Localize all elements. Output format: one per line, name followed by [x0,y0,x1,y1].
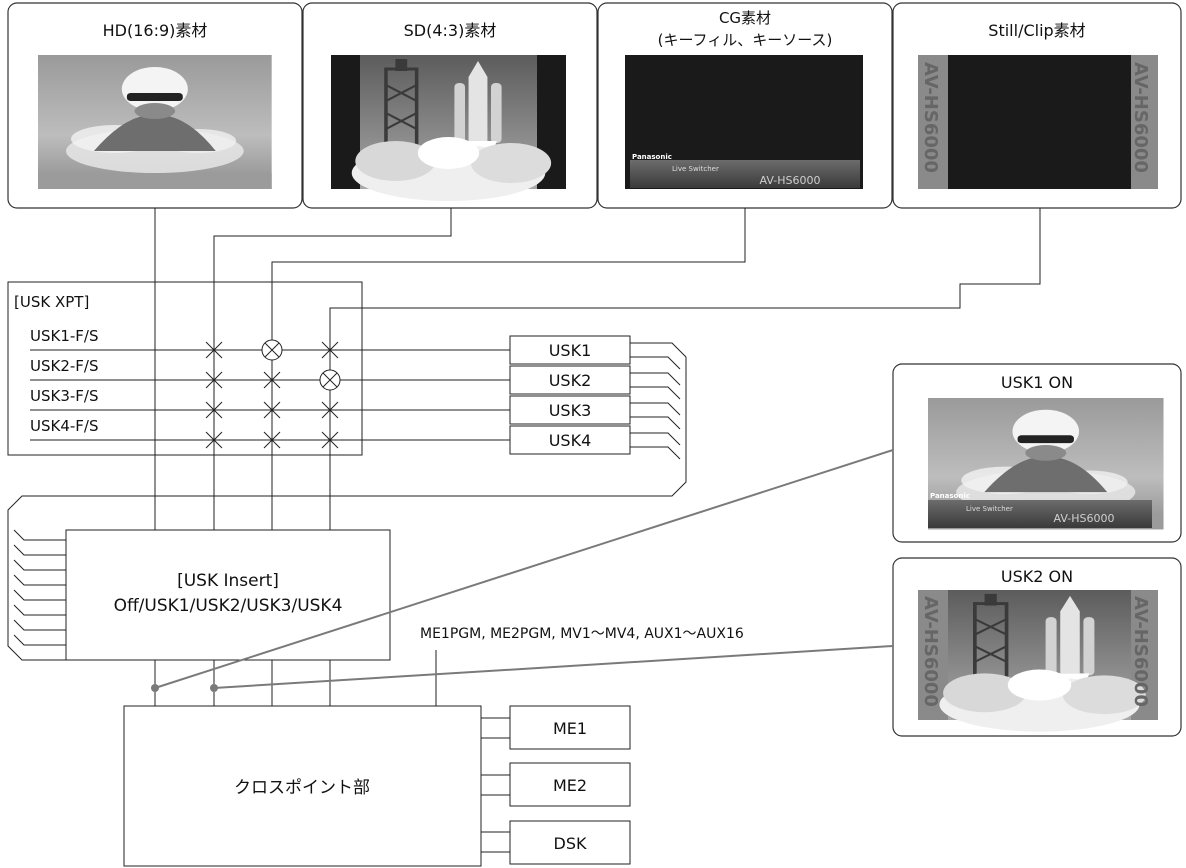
source-cg: CG素材 (キーフィル、キーソース) Panasonic Live Switch… [597,2,893,209]
usk-xpt-row-1: USK1-F/S [30,327,99,345]
xpt-selected-crosspoints [261,339,341,391]
usk-insert-title: [USK Insert] [177,571,279,591]
source-cg-subtitle: (キーフィル、キーソース) [658,31,833,49]
crosspoint-block: クロスポイント部 [123,705,482,867]
insert-to-crosspoint-lines [154,650,437,706]
usk-insert-block: [USK Insert] Off/USK1/USK2/USK3/USK4 [65,529,391,661]
usk-xpt-row-2: USK2-F/S [30,357,99,375]
output-me2-label: ME2 [553,776,587,795]
usk-xpt-block: [USK XPT] USK1-F/S USK2-F/S USK3-F/S USK… [7,281,510,456]
usk-box-2: USK2 [509,365,631,395]
cg-lower-third [630,160,860,188]
usk-insert-feed-lines [13,529,66,646]
preview-usk1-on: USK1 ON Panasonic Live Switcher AV-HS600… [892,363,1182,543]
preview-usk2-on: USK2 ON AV-HS6000 AV-HS6000 [892,557,1182,737]
preview-usk1-title: USK1 ON [1001,373,1073,392]
usk-xpt-row-4: USK4-F/S [30,417,99,435]
source-still-title: Still/Clip素材 [988,21,1085,40]
source-sd-title: SD(4:3)素材 [404,21,497,40]
usk-box-4: USK4 [509,425,631,455]
usk-stack: USK1 USK2 USK3 USK4 [7,335,687,661]
output-me1-label: ME1 [553,719,587,738]
source-hd-title: HD(16:9)素材 [103,21,208,40]
output-me1: ME1 [481,705,631,750]
source-sd: SD(4:3)素材 [302,2,598,209]
source-cg-title: CG素材 [719,9,771,27]
usk-label-3: USK3 [549,401,592,420]
output-dsk-label: DSK [554,834,587,853]
xpt-crosspoints [205,341,339,449]
usk-label-2: USK2 [549,371,592,390]
output-dsk: DSK [481,820,631,865]
cg-caption: Live Switcher [672,165,719,173]
source-routing-lines [154,208,1041,530]
cg-model: AV-HS6000 [760,174,821,187]
usk-label-1: USK1 [549,341,592,360]
source-hd: HD(16:9)素材 [7,2,303,209]
preview-usk2-watermark-right: AV-HS6000 [1130,596,1151,707]
preview-usk2-watermark-left: AV-HS6000 [920,596,941,707]
usk-label-4: USK4 [549,431,592,450]
preview-usk1-model: AV-HS6000 [1054,512,1115,525]
output-blocks: ME1 ME2 DSK [481,705,631,865]
usk-box-1: USK1 [509,335,631,365]
cg-brand: Panasonic [632,153,672,161]
preview-usk2-title: USK2 ON [1001,567,1073,586]
usk-xpt-title: [USK XPT] [14,293,89,311]
bus-label: ME1PGM, ME2PGM, MV1〜MV4, AUX1〜AUX16 [420,626,744,642]
preview-connectors [154,449,894,689]
connector-dots [151,684,218,692]
usk-output-bus [7,342,687,661]
still-watermark-right: AV-HS6000 [1130,62,1151,173]
usk-box-3: USK3 [509,395,631,425]
rocket-thumbnail [349,53,553,203]
source-still-clip: Still/Clip素材 AV-HS6000 AV-HS6000 [892,2,1182,209]
usk-insert-options: Off/USK1/USK2/USK3/USK4 [114,596,343,616]
still-watermark-left: AV-HS6000 [920,62,941,173]
preview-usk1-brand: Panasonic [930,492,970,500]
usk-xpt-row-3: USK3-F/S [30,387,99,405]
crosspoint-label: クロスポイント部 [234,778,370,798]
preview-usk1-caption: Live Switcher [966,505,1013,513]
output-me2: ME2 [481,762,631,807]
swimmer-thumbnail [38,55,272,189]
xpt-bus-lines [30,349,510,441]
